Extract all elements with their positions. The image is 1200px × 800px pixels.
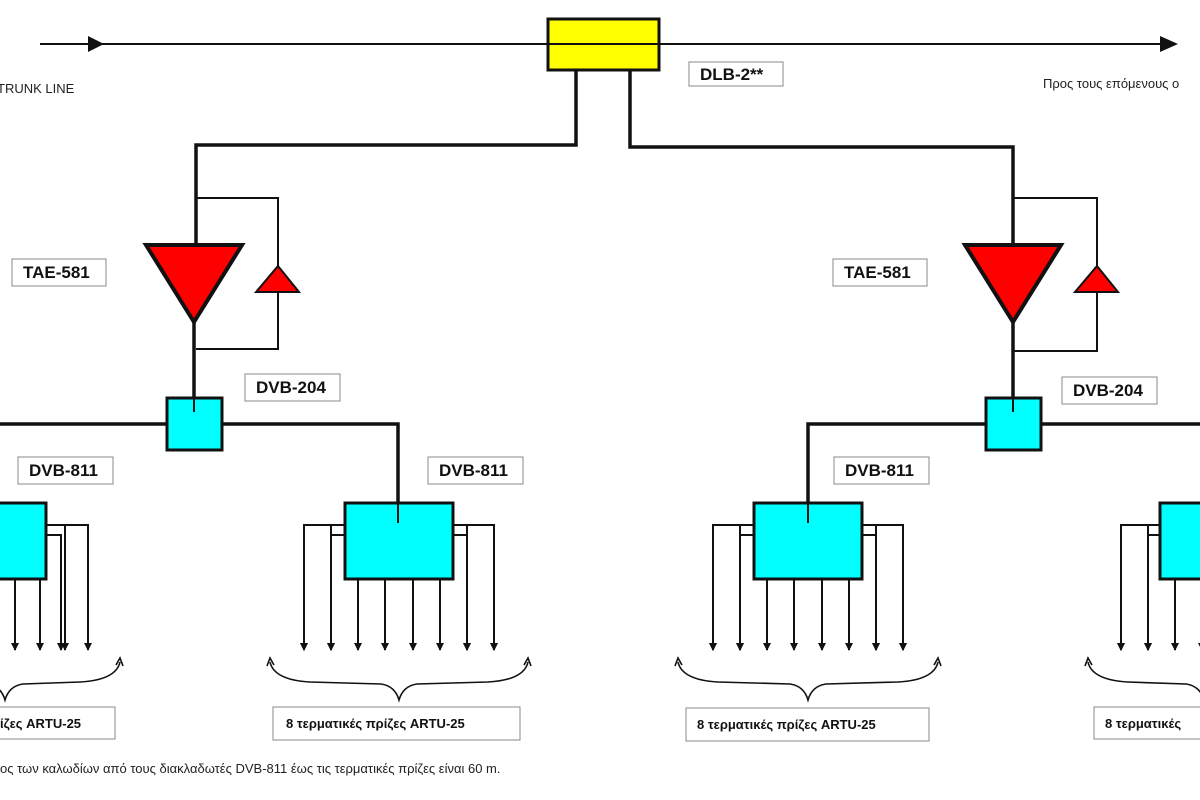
trunk-label-left: TRUNK LINE: [0, 81, 75, 96]
return-amplifier-left: [253, 264, 302, 293]
outlets-brace-3: [677, 661, 939, 703]
outlet-drop-1-8: [46, 524, 69, 651]
distributor-label-1: DVB-811: [29, 461, 98, 480]
amplifier-label-right: TAE-581: [844, 263, 911, 282]
outlets-brace-3-tip-left: [674, 656, 683, 667]
outlet-drop-2-1: [300, 524, 345, 651]
return-amplifier-right: [1072, 264, 1121, 293]
outlets-label-box-1: [0, 706, 116, 740]
distributor-label-box-3: [833, 456, 930, 485]
outlet-drop-2-7: [453, 524, 471, 651]
tap-label-box: [688, 61, 784, 87]
outlets-brace-4-tip-left: [1084, 656, 1093, 667]
footnote: ος των καλωδίων από τους διακλαδωτές DVB…: [0, 761, 501, 776]
outlets-brace-2: [269, 661, 529, 703]
distributor-label-box-1: [17, 456, 114, 485]
amplifier-label-box-right: [832, 258, 928, 287]
outlets-brace-1: [0, 661, 121, 703]
outlet-drop-2-8: [453, 524, 498, 651]
outlet-side-right-1-2: [46, 534, 65, 651]
outlets-label-1: ίζες ARTU-25: [0, 716, 81, 731]
trunk-arrow-right: [1160, 36, 1178, 52]
outlets-label-box-3: [685, 707, 930, 742]
outlet-side-left-4-2: [1144, 534, 1160, 651]
outlets-label-box-4: [1093, 706, 1200, 740]
outlet-side-right-3-2: [862, 534, 880, 651]
outlets-label-2: 8 τερματικές πρίζες ARTU-25: [286, 716, 465, 731]
outlet-side-left-2-1: [300, 524, 345, 651]
outlets-label-3: 8 τερματικές πρίζες ARTU-25: [697, 717, 876, 732]
distributor-label-3: DVB-811: [845, 461, 914, 480]
outlets-brace-2-tip-right: [523, 656, 532, 667]
outlet-side-left-3-1: [709, 524, 754, 651]
splitter-out-right-a: [806, 422, 986, 520]
outlet-drop-4-1: [1117, 524, 1160, 651]
outlet-drop-3-1: [709, 524, 754, 651]
splitter-label-left: DVB-204: [256, 378, 326, 397]
outlet-side-right-2-1: [453, 524, 498, 651]
outlet-side-left-4-1: [1117, 524, 1160, 651]
distributor-groups: [0, 501, 1200, 703]
tap-output-left: [194, 70, 578, 245]
outlet-side-right-3-1: [862, 524, 907, 651]
outlets-label-box-2: [272, 706, 521, 741]
amplifier-triangle-right: [961, 243, 1065, 326]
distributor-box-1: [0, 501, 48, 581]
outlets-brace-1-tip-right: [115, 656, 124, 667]
outlet-side-right-1-1: [46, 524, 92, 651]
distributor-label-2: DVB-811: [439, 461, 508, 480]
outlet-drop-3-7: [862, 524, 880, 651]
amplifier-label-left: TAE-581: [23, 263, 90, 282]
outlet-drop-4-2: [1144, 524, 1160, 651]
right-branch: TAE-581 DVB-204 DVB-811: [806, 197, 1200, 520]
left-branch: TAE-581 DVB-204 DVB-811 DVB-811: [0, 197, 524, 520]
outlet-side-left-2-2: [327, 534, 345, 651]
distributor-box-4: [1158, 501, 1200, 581]
outlet-side-left-3-2: [736, 534, 754, 651]
outlet-drop-3-8: [862, 524, 907, 651]
trunk-label-right: Προς τους επόμενους ο: [1043, 76, 1179, 91]
splitter-label-box-right: [1061, 376, 1158, 405]
splitter-label-box-left: [244, 373, 341, 402]
outlets-label-4: 8 τερματικές: [1105, 716, 1181, 731]
tap-label: DLB-2**: [700, 65, 764, 84]
trunk-arrow-left: [88, 36, 104, 52]
amplifier-label-box-left: [11, 258, 107, 287]
outlets-brace-2-tip-left: [266, 656, 275, 667]
distributor-label-box-2: [427, 456, 524, 485]
outlet-side-right-2-2: [453, 534, 471, 651]
splitter-label-right: DVB-204: [1073, 381, 1143, 400]
amp-return-bottom-left: [196, 292, 279, 350]
amp-return-bottom-right: [1013, 292, 1098, 352]
trunk-line: [40, 36, 1178, 52]
outlet-drop-2-2: [327, 524, 345, 651]
splitter-out-left-b: [222, 422, 400, 520]
amplifier-triangle-left: [142, 243, 246, 326]
outlet-drop-3-2: [736, 524, 754, 651]
tap-output-right: [628, 70, 1015, 245]
outlets-brace-3-tip-right: [933, 656, 942, 667]
outlets-brace-4: [1087, 661, 1200, 694]
amp-return-top-right: [1013, 197, 1098, 268]
amp-return-top-left: [196, 197, 279, 268]
